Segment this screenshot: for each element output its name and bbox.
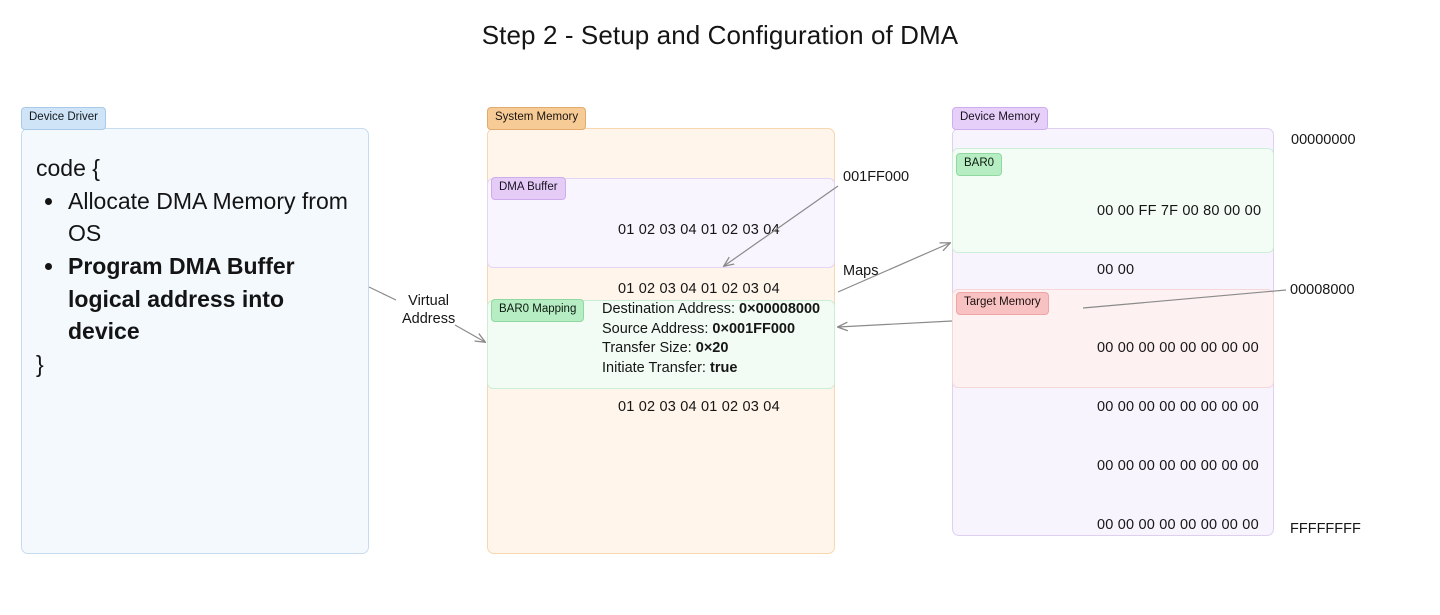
code-open-brace: code { [36,155,100,181]
driver-step-1: Allocate DMA Memory from OS [66,185,358,250]
driver-step-2: Program DMA Buffer logical address into … [66,250,358,348]
badge-device-driver: Device Driver [21,107,107,130]
label-virtual-address: Virtual Address [402,293,456,327]
field-label: Source Address: [602,320,713,337]
hex-row: 00 00 00 00 00 00 00 00 [1097,457,1259,474]
label-maps: Maps [843,263,879,279]
hex-row: 00 00 00 00 00 00 00 00 [1097,340,1259,357]
field-source-address: Source Address: 0×001FF000 [602,320,820,340]
hex-row: 01 02 03 04 01 02 03 04 [618,280,780,297]
driver-steps-list: Allocate DMA Memory from OS Program DMA … [66,185,358,348]
label-address-ffffffff: FFFFFFFF [1290,521,1361,537]
badge-target-memory: Target Memory [956,292,1049,315]
hex-row: 01 02 03 04 01 02 03 04 [618,222,780,239]
region-bar0 [952,148,1274,253]
badge-system-memory: System Memory [487,107,587,130]
field-label: Initiate Transfer: [602,359,710,376]
hex-row: 00 00 [1097,261,1135,278]
badge-bar0: BAR0 [956,153,1003,176]
driver-code-block: code { Allocate DMA Memory from OS Progr… [36,152,358,381]
panel-device-driver [21,128,369,554]
hex-row: 00 00 FF 7F 00 80 00 00 [1097,203,1262,220]
badge-device-memory: Device Memory [952,107,1048,130]
field-label: Transfer Size: [602,340,696,357]
field-value: 0×00008000 [739,301,821,317]
connector-virtual-address-out [454,324,485,342]
bar0-mapping-fields: Destination Address: 0×00008000 Source A… [602,300,820,378]
hex-row: 01 02 03 04 01 02 03 04 [618,398,780,415]
badge-bar0-mapping: BAR0 Mapping [491,299,585,322]
field-initiate-transfer: Initiate Transfer: true [602,359,820,379]
field-value: 0×20 [695,340,729,357]
target-memory-hexdump: 00 00 00 00 00 00 00 00 00 00 00 00 00 0… [1097,300,1259,574]
connector-virtual-address-in [368,286,397,301]
code-close-brace: } [36,350,44,377]
page-title: Step 2 - Setup and Configuration of DMA [481,20,959,50]
hex-row: 00 00 00 00 00 00 00 00 [1097,398,1259,415]
field-value: 0×001FF000 [712,320,796,337]
badge-dma-buffer: DMA Buffer [491,177,566,200]
field-transfer-size: Transfer Size: 0×20 [602,339,820,359]
hex-row: 00 00 00 00 00 00 00 00 [1097,516,1259,533]
label-address-00000000: 00000000 [1291,132,1356,148]
bar0-hexdump: 00 00 FF 7F 00 80 00 00 00 00 [1097,163,1261,320]
field-destination-address: Destination Address: 0×00008000 [602,300,820,320]
label-source-address-001ff000: 001FF000 [843,169,910,185]
field-label: Destination Address: [602,301,740,317]
field-value: true [710,359,738,376]
connector-target-to-mapping [838,320,953,327]
label-address-00008000: 00008000 [1290,282,1355,298]
